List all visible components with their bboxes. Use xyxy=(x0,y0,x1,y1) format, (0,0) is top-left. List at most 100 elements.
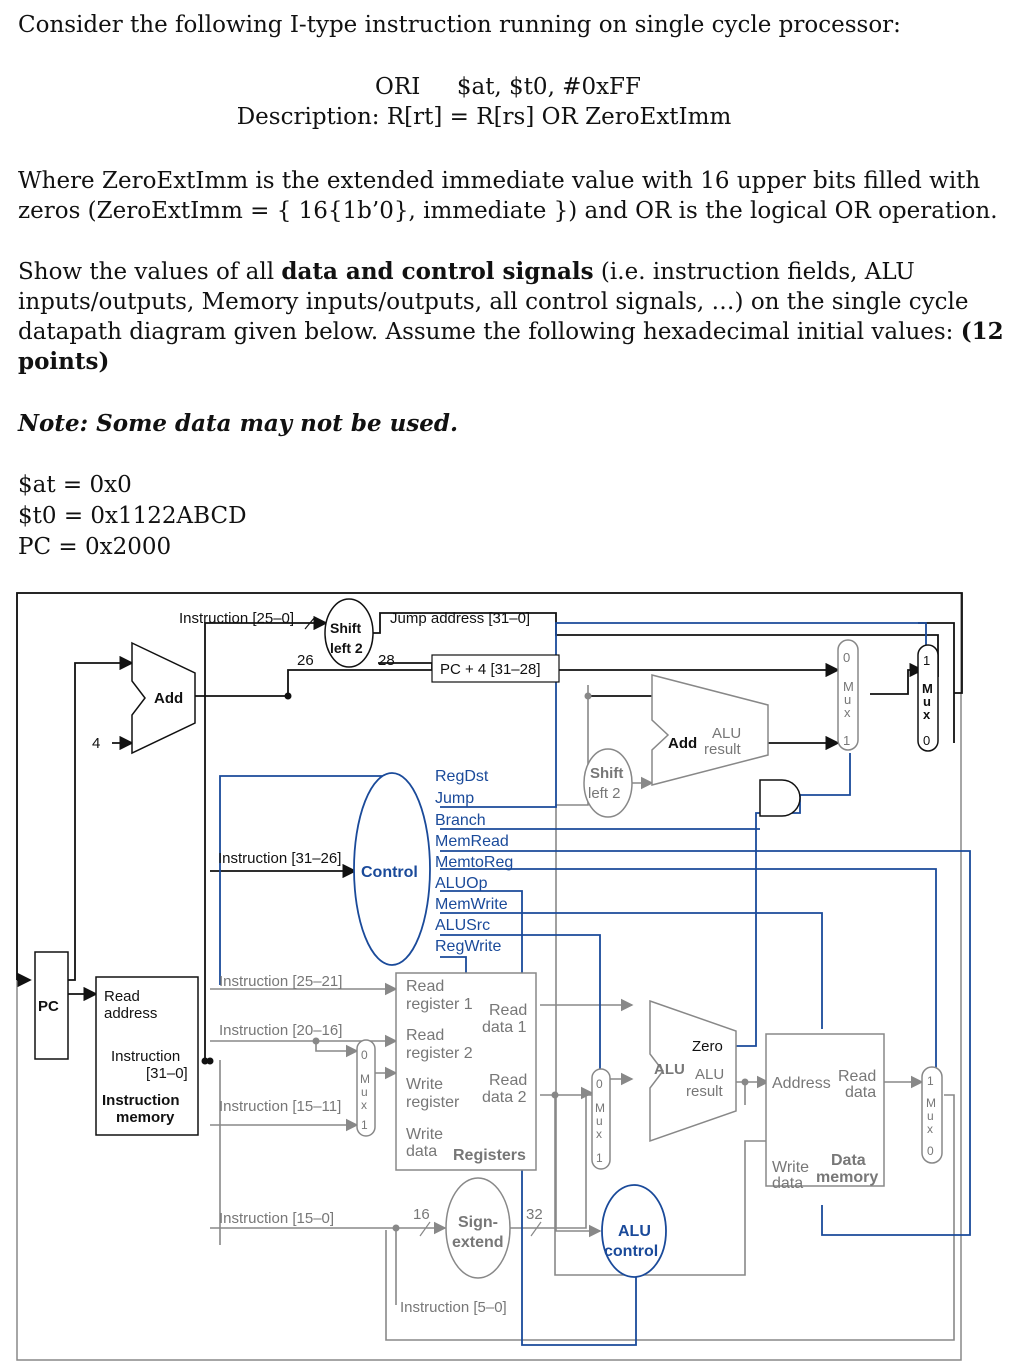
jump-address-label: Jump address [31–0] xyxy=(390,610,530,627)
alu-zero-label: Zero xyxy=(692,1038,723,1055)
rf-title: Registers xyxy=(453,1147,526,1164)
regdst-mux-0: 0 xyxy=(361,1048,368,1062)
alusrc-mux-1: 1 xyxy=(596,1151,603,1165)
branch-alu-result-1: ALU xyxy=(712,725,741,742)
branch-shift-left-2 xyxy=(583,748,633,818)
branch-mux-1: 1 xyxy=(843,733,850,748)
rf-read-register-1a: Read xyxy=(406,978,444,995)
show-line-1c: (i.e. instruction fields, ALU xyxy=(593,259,915,285)
memtoreg-mux-0: 0 xyxy=(927,1144,934,1158)
init-value-t0: $t0 = 0x1122ABCD xyxy=(18,503,247,529)
sign-extend-2: extend xyxy=(452,1234,504,1251)
sign-extend-1: Sign- xyxy=(458,1214,498,1231)
im-read-address-1: Read xyxy=(104,988,140,1005)
show-line-3b: (12 xyxy=(960,318,1004,345)
branch-mux-m: M xyxy=(843,679,854,694)
signal-regdst: RegDst xyxy=(435,768,489,785)
instr-15-0-label: Instruction [15–0] xyxy=(219,1210,334,1227)
rf-read-data-1b: data 1 xyxy=(482,1019,527,1036)
branch-alu-result-2: result xyxy=(704,741,742,758)
memtoreg-mux-m: M xyxy=(926,1096,936,1110)
dm-address: Address xyxy=(772,1075,831,1092)
dm-write-data-a: Write xyxy=(772,1159,809,1176)
regdst-mux xyxy=(356,1039,376,1137)
sign-extend xyxy=(445,1177,511,1279)
rf-read-data-2a: Read xyxy=(489,1072,527,1089)
pc-adder xyxy=(131,641,196,755)
width-28: 28 xyxy=(378,652,395,669)
instruction-line: ORI $at, $t0, #0xFF xyxy=(0,72,1016,102)
signal-memtoreg: MemtoReg xyxy=(435,854,513,871)
im-read-address-2: address xyxy=(104,1005,157,1022)
jump-mux-x: x xyxy=(923,707,931,722)
instr-25-21-label: Instruction [25–21] xyxy=(219,973,342,990)
control-signal-labels: RegDst Jump Branch MemRead MemtoReg ALUO… xyxy=(435,768,513,955)
jump-mux-1: 1 xyxy=(923,653,930,668)
regdst-mux-x: x xyxy=(361,1098,367,1112)
dm-read-data-b: data xyxy=(845,1084,876,1101)
where-line-2: zeros (ZeroExtImm = { 16{1b’0}, immediat… xyxy=(18,198,998,224)
signal-memread: MemRead xyxy=(435,833,509,850)
dm-title-2: memory xyxy=(816,1169,878,1186)
width-16: 16 xyxy=(413,1206,430,1223)
branch-adder xyxy=(651,674,769,786)
dm-read-data-a: Read xyxy=(838,1068,876,1085)
alusrc-mux-x: x xyxy=(596,1127,602,1141)
junction-dots xyxy=(201,692,292,1065)
dm-title-1: Data xyxy=(831,1152,866,1169)
instruction-description: Description: R[rt] = R[rs] OR ZeroExtImm xyxy=(236,104,732,130)
jump-mux-m: M xyxy=(922,681,933,696)
main-alu xyxy=(649,999,737,1143)
regdst-mux-m: M xyxy=(360,1072,370,1086)
branch-mux-u: u xyxy=(844,692,851,707)
init-value-pc: PC = 0x2000 xyxy=(18,534,172,560)
pc4-box xyxy=(431,654,560,683)
jump-shift-bot: left 2 xyxy=(330,640,363,656)
alusrc-mux-m: M xyxy=(595,1101,605,1115)
show-line-1: Show the values of all data and control … xyxy=(18,257,915,287)
rf-read-data-1a: Read xyxy=(489,1002,527,1019)
alu-control-1: ALU xyxy=(618,1223,651,1240)
where-line-1: Where ZeroExtImm is the extended immedia… xyxy=(18,168,981,194)
memtoreg-mux-1: 1 xyxy=(927,1074,934,1088)
jump-shift-top: Shift xyxy=(330,620,361,636)
width-26: 26 xyxy=(297,652,314,669)
show-line-1b: data and control signals xyxy=(281,258,594,285)
memtoreg-mux xyxy=(921,1066,943,1164)
pc-adder-label: Add xyxy=(154,690,183,707)
im-title-2: memory xyxy=(116,1109,175,1126)
jump-shift-left-2 xyxy=(324,598,374,668)
instr-20-16-label: Instruction [20–16] xyxy=(219,1022,342,1039)
signal-alusrc: ALUSrc xyxy=(435,917,490,934)
rf-write-register-a: Write xyxy=(406,1076,443,1093)
pc4-31-28-label: PC + 4 [31–28] xyxy=(440,661,541,678)
rf-read-data-2b: data 2 xyxy=(482,1089,527,1106)
dm-write-data-b: data xyxy=(772,1175,803,1192)
regdst-mux-1: 1 xyxy=(361,1118,368,1132)
rf-write-data-b: data xyxy=(406,1143,437,1160)
junction-dots-gray xyxy=(312,692,749,1232)
init-value-at: $at = 0x0 xyxy=(18,472,132,498)
register-file xyxy=(395,972,537,1171)
single-cycle-datapath-diagram: PC Read address Instruction [31–0] Instr… xyxy=(16,592,971,1361)
show-line-4: points) xyxy=(18,348,110,375)
instruction-memory xyxy=(95,976,199,1136)
rf-write-data-a: Write xyxy=(406,1126,443,1143)
branch-adder-label: Add xyxy=(668,735,697,752)
width-32: 32 xyxy=(526,1206,543,1223)
alu-control-2: control xyxy=(604,1243,658,1260)
jump-mux-0: 0 xyxy=(923,733,930,748)
signal-memwrite: MemWrite xyxy=(435,896,508,913)
pc-register xyxy=(34,951,69,1060)
instr-5-0-label: Instruction [5–0] xyxy=(400,1299,507,1316)
jump-mux xyxy=(917,644,939,752)
signal-jump: Jump xyxy=(435,790,474,807)
branch-shift-bot: left 2 xyxy=(588,785,621,802)
im-instruction-1: Instruction xyxy=(111,1048,180,1065)
branch-mux-0: 0 xyxy=(843,650,850,665)
branch-shift-top: Shift xyxy=(590,765,623,782)
alusrc-mux-0: 0 xyxy=(596,1077,603,1091)
control-unit xyxy=(353,772,431,966)
alu-result-1: ALU xyxy=(695,1066,724,1083)
alu-label: ALU xyxy=(654,1061,685,1078)
